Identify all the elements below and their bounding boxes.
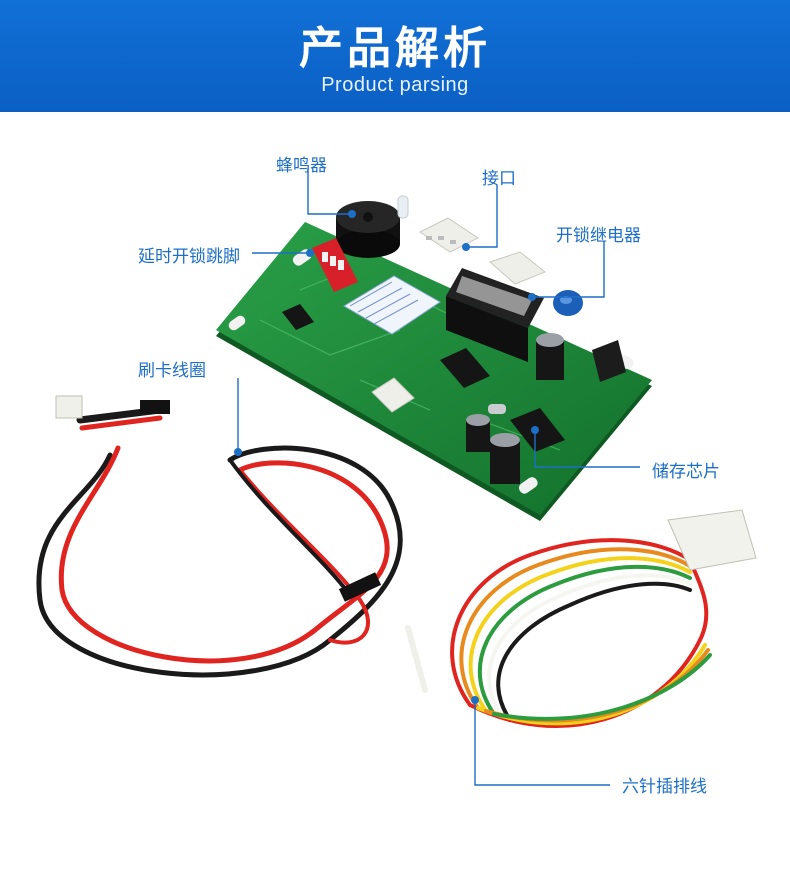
relay [446,268,544,362]
callout-relay: 开锁继电器 [556,226,641,246]
six-pin-cable [405,538,712,728]
callout-buzzer: 蜂鸣器 [276,156,327,176]
product-photo [36,168,757,786]
callout-interface: 接口 [482,169,516,189]
callout-dots [234,210,539,704]
callout-delay-jumper: 延时开锁跳脚 [138,247,240,267]
dip-switch [312,238,358,292]
card-coil [36,400,403,678]
callout-lines [237,168,640,786]
buzzer [336,201,400,258]
page-title: 产品解析 [299,23,491,74]
interface-connector [419,217,479,253]
callout-card-coil: 刷卡线圈 [138,361,206,381]
callout-storage-chip: 储存芯片 [652,462,720,482]
header-banner: 产品解析 Product parsing [0,0,790,112]
electrolytic-capacitor [466,333,564,484]
pcb-board [216,222,652,521]
page-subtitle: Product parsing [321,74,469,96]
callout-six-pin-cable: 六针插排线 [622,777,707,797]
